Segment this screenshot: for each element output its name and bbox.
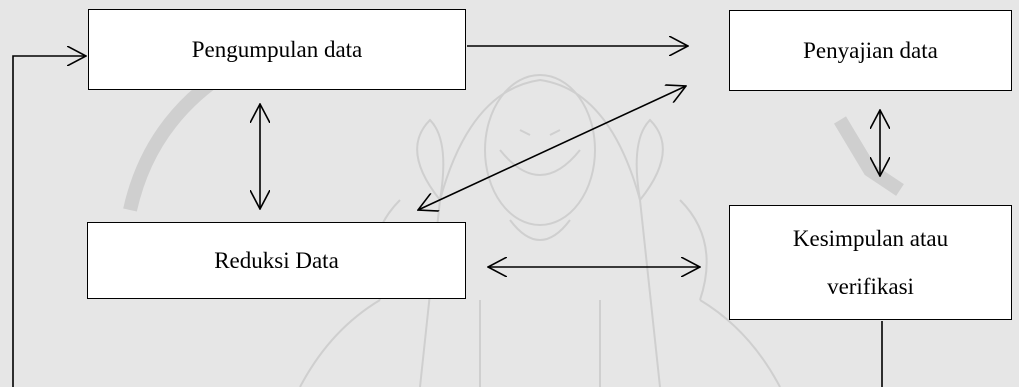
node-conclusion: Kesimpulan atau verifikasi — [729, 205, 1012, 320]
node-label: Pengumpulan data — [191, 36, 363, 62]
node-label: Reduksi Data — [214, 247, 339, 273]
node-label-line1: Kesimpulan atau — [792, 225, 949, 251]
node-label-line2: verifikasi — [827, 273, 914, 299]
node-label: Penyajian data — [803, 37, 938, 63]
node-data-reduction: Reduksi Data — [87, 222, 466, 299]
node-data-display: Penyajian data — [729, 10, 1012, 91]
node-data-collection: Pengumpulan data — [88, 9, 466, 90]
